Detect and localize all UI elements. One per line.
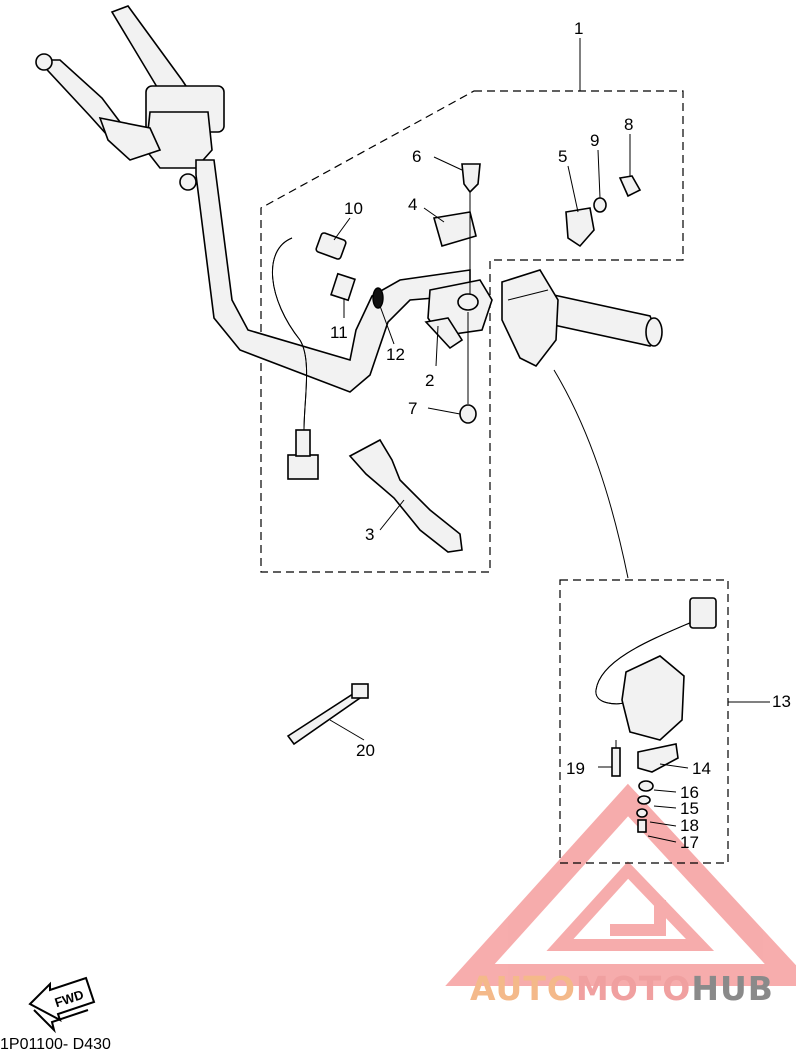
callout-15: 15	[680, 799, 699, 818]
assembly-leader	[553, 369, 629, 579]
clutch-lever	[348, 438, 463, 553]
left-grip-and-lever	[35, 5, 225, 191]
callout-2: 2	[425, 371, 434, 390]
clutch-switch-cable	[272, 232, 384, 480]
callout-19: 19	[566, 759, 585, 778]
callout-leaders	[329, 38, 770, 843]
callout-1: 1	[574, 19, 583, 38]
lever-holder	[424, 163, 493, 424]
switch-assembly	[595, 597, 717, 833]
forward-arrow-icon: FWD	[28, 976, 96, 1034]
callout-14: 14	[692, 759, 711, 778]
callout-5: 5	[558, 147, 567, 166]
callout-13: 13	[772, 692, 791, 711]
watermark-hub: HUB	[691, 969, 774, 1008]
watermark-text: AUTOMOTOHUB	[470, 969, 774, 1008]
assembly-box-13	[559, 579, 729, 864]
callout-10: 10	[344, 199, 363, 218]
callout-8: 8	[624, 115, 633, 134]
callout-11: 11	[330, 323, 348, 342]
callout-9: 9	[590, 131, 599, 150]
handlebar-tube	[195, 159, 471, 393]
assembly-box-1	[260, 90, 684, 573]
cable-tie	[286, 683, 369, 746]
callout-3: 3	[365, 525, 374, 544]
diagram-code: 1P01100- D430	[0, 1036, 111, 1052]
callout-6: 6	[412, 147, 421, 166]
callout-16: 16	[680, 783, 699, 802]
callout-17: 17	[680, 833, 699, 852]
callout-7: 7	[408, 399, 417, 418]
watermark-moto: MOTO	[576, 969, 691, 1008]
watermark-logo-icon	[445, 783, 796, 986]
callout-18: 18	[680, 816, 699, 835]
callout-20: 20	[356, 741, 375, 760]
small-hardware	[565, 175, 642, 248]
watermark-auto: AUTO	[470, 969, 576, 1008]
right-grip-and-switch	[501, 269, 663, 368]
callout-4: 4	[408, 195, 417, 214]
callout-12: 12	[386, 345, 405, 364]
